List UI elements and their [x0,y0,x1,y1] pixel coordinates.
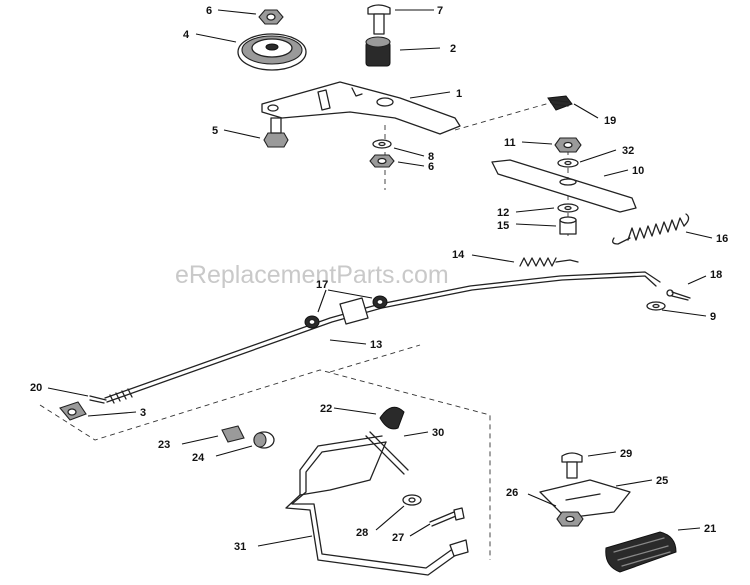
part-17-bushing[interactable] [304,295,388,329]
part-23-clip[interactable] [221,425,245,443]
callout-22[interactable]: 22 [320,403,332,415]
part-9-washer[interactable] [646,301,666,311]
callout-24[interactable]: 24 [192,452,205,464]
part-10-plate[interactable] [491,159,637,213]
part-21-grip[interactable] [605,531,677,573]
part-1-bracket[interactable] [261,81,461,135]
part-26-nut[interactable] [556,511,584,527]
part-32-washer[interactable] [557,158,579,168]
callout-30[interactable]: 30 [432,427,444,439]
part-5-bolt[interactable] [263,117,289,148]
callout-18[interactable]: 18 [710,269,722,281]
watermark-text: eReplacementParts.com [175,261,449,289]
callout-1[interactable]: 1 [456,88,462,100]
part-4-pulley[interactable] [237,33,307,71]
assembly-guide-lines [39,99,569,560]
callout-17[interactable]: 17 [316,279,328,291]
part-18-cotter-pin[interactable] [666,289,691,301]
part-19-spring-end[interactable] [547,95,573,111]
part-2-spacer[interactable] [365,36,391,67]
callout-5[interactable]: 5 [212,125,218,137]
part-8-washer[interactable] [372,139,392,149]
callout-28[interactable]: 28 [356,527,368,539]
part-22-pedal-pad[interactable] [379,406,405,430]
callout-15[interactable]: 15 [497,220,509,232]
part-6-nut-top[interactable] [258,9,284,25]
callout-9[interactable]: 9 [710,311,716,323]
callout-25[interactable]: 25 [656,475,668,487]
part-29-bolt[interactable] [561,452,583,479]
callout-10[interactable]: 10 [632,165,644,177]
callout-27[interactable]: 27 [392,532,404,544]
callout-23[interactable]: 23 [158,439,170,451]
callout-8[interactable]: 8 [428,151,434,163]
part-3-ferrule[interactable] [59,401,87,421]
part-6-nut-bottom[interactable] [369,154,395,168]
callout-12[interactable]: 12 [497,207,509,219]
part-13-rod[interactable] [104,271,661,404]
callout-13[interactable]: 13 [370,339,382,351]
callout-labels: 6 7 4 2 1 19 5 8 6 11 32 10 12 15 16 14 … [30,5,728,553]
callout-29[interactable]: 29 [620,448,632,460]
callout-11[interactable]: 11 [504,137,516,149]
callout-16[interactable]: 16 [716,233,728,245]
part-15-spacer[interactable] [559,216,577,235]
callout-21[interactable]: 21 [704,523,716,535]
part-12-washer[interactable] [557,203,579,213]
callout-6-bottom[interactable]: 6 [428,161,434,173]
callout-32[interactable]: 32 [622,145,634,157]
leader-lines [47,9,713,547]
callout-14[interactable]: 14 [452,249,465,261]
callout-26[interactable]: 26 [506,487,518,499]
callout-7[interactable]: 7 [437,5,443,17]
part-28-washer[interactable] [402,494,422,506]
callout-3[interactable]: 3 [140,407,146,419]
callout-19[interactable]: 19 [604,115,616,127]
callout-20[interactable]: 20 [30,382,42,394]
part-20-cotter-pin[interactable] [89,395,107,404]
callout-6-top[interactable]: 6 [206,5,212,17]
part-11-nut[interactable] [554,137,582,153]
part-31-pedal-lever[interactable] [285,435,469,576]
part-30-pin[interactable] [365,431,409,475]
part-7-bolt[interactable] [367,4,391,35]
part-14-spring[interactable] [519,257,579,267]
callout-31[interactable]: 31 [234,541,246,553]
part-24-bushing[interactable] [253,431,275,449]
callout-2[interactable]: 2 [450,43,456,55]
part-27-bolt[interactable] [429,507,465,527]
part-16-spring[interactable] [612,213,690,245]
callout-4[interactable]: 4 [183,29,190,41]
